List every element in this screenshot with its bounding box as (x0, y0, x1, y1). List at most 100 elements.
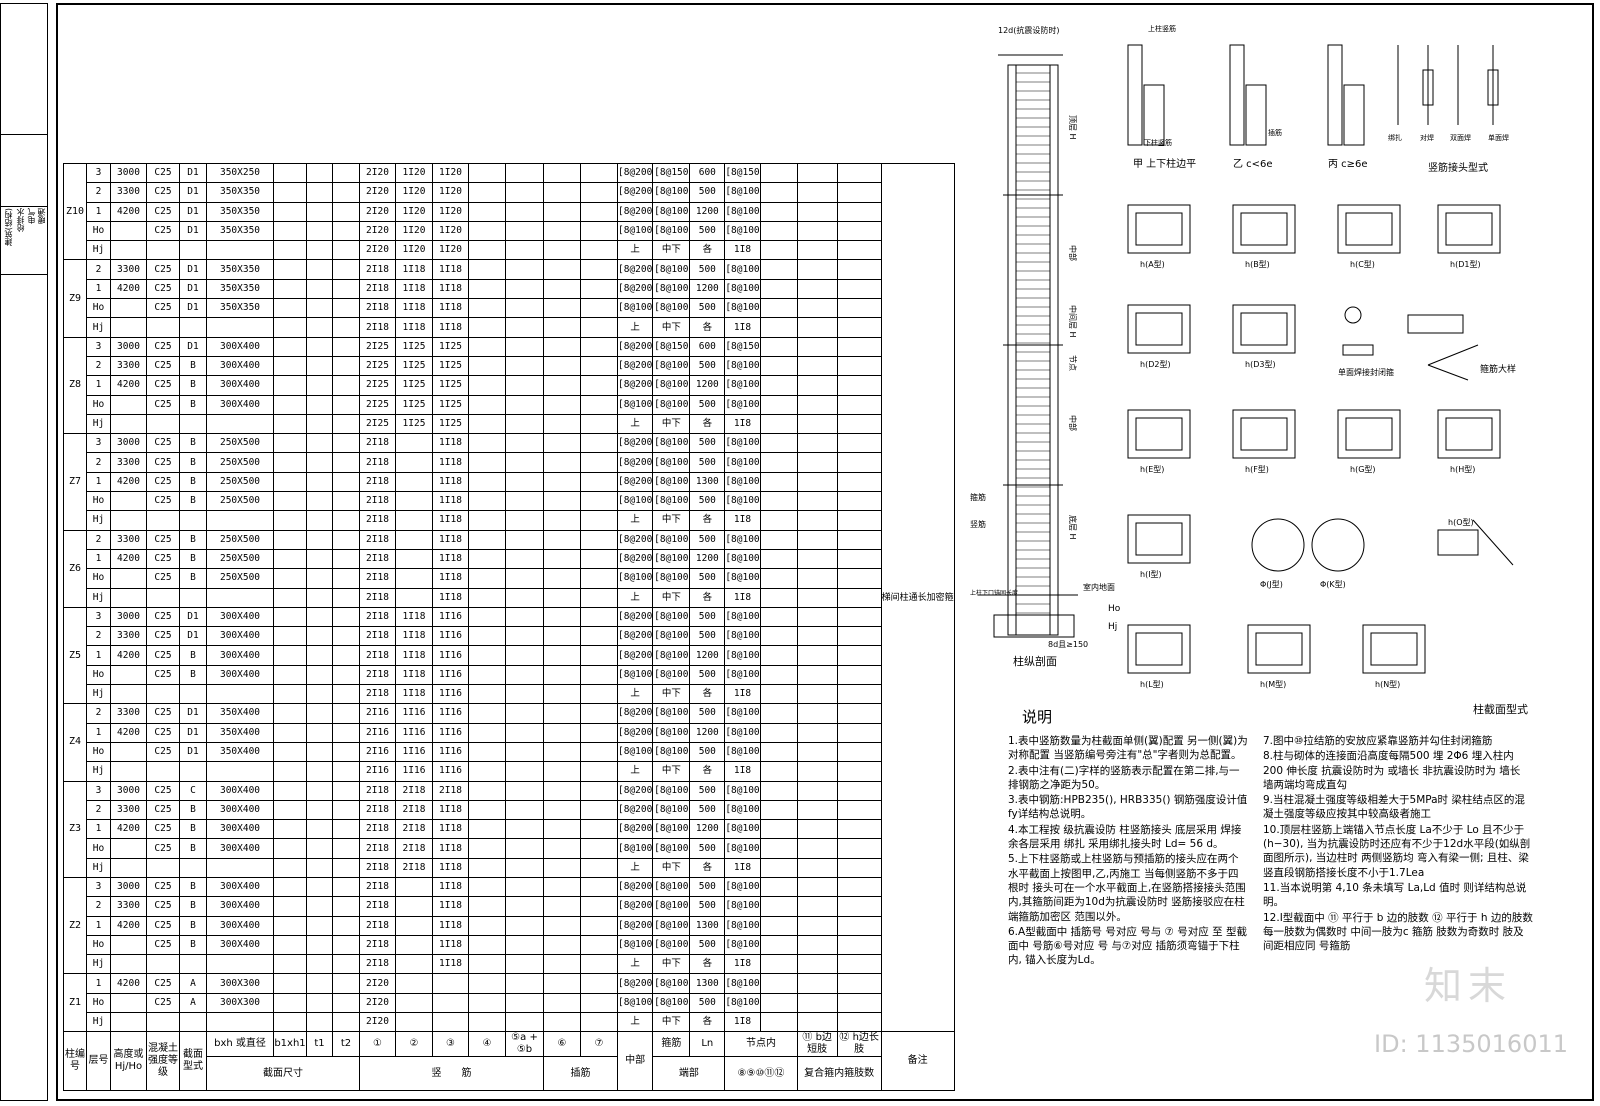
hdr-floor: 层号 (86, 1031, 111, 1092)
cell-height: 4200 (110, 201, 147, 222)
circular-section (1311, 518, 1365, 572)
hdr-stirrup-mid: 中部 (616, 1031, 654, 1092)
cell-section-type: A (179, 992, 207, 1014)
cell-t1 (306, 973, 333, 994)
cell-floor: Hj (86, 240, 111, 261)
stirrup-detail (1342, 306, 1479, 381)
cell-section-type (179, 587, 207, 608)
cell-t2 (332, 278, 360, 300)
cell-bar6 (543, 568, 581, 589)
cell-bar1: 2I18 (359, 915, 396, 936)
cell-bar6 (543, 452, 581, 473)
cell-section-type: B (179, 433, 207, 454)
cell-t2 (332, 1012, 360, 1033)
cell-t1 (306, 780, 333, 801)
column-id: Z4 (63, 703, 87, 782)
cell-bar3: 1I16 (432, 626, 469, 647)
cell-short-leg (796, 240, 838, 261)
cell-empty1 (759, 278, 798, 300)
cell-joint: [8@100 (724, 548, 761, 570)
section-label: h(E型) (1140, 465, 1164, 474)
cell-b1h1 (273, 452, 307, 473)
cell-bar1: 2I20 (359, 182, 396, 203)
cell-t2 (332, 992, 360, 1014)
cell-section-size: 250X500 (206, 568, 274, 589)
cell-stirrup-mid: [8@200 (616, 355, 654, 377)
cell-bar3: 1I25 (432, 394, 469, 415)
cell-bar5 (505, 278, 544, 300)
section-label: h(B型) (1245, 260, 1270, 269)
cell-bar4 (468, 819, 506, 840)
weld-note: 单面焊接封闭箍 (1338, 367, 1394, 377)
cell-bar1: 2I18 (359, 664, 396, 686)
cell-short-leg (796, 201, 838, 222)
cell-long-leg (836, 548, 882, 570)
section-title: 柱截面型式 (1473, 702, 1528, 716)
cell-bar5 (505, 780, 544, 801)
cell-stirrup-end: [8@100 (652, 606, 691, 628)
cell-b1h1 (273, 317, 307, 338)
cell-bar2 (395, 992, 433, 1014)
cell-bar4 (468, 838, 506, 859)
cell-stirrup-mid: [8@200 (616, 645, 654, 666)
cell-short-leg (796, 587, 838, 608)
cell-bar1: 2I16 (359, 761, 396, 782)
cell-stirrup-mid: 上 (616, 413, 654, 435)
cell-stirrup-mid: 上 (616, 761, 654, 782)
cell-bar2: 2I18 (395, 838, 433, 859)
cell-bar1: 2I18 (359, 452, 396, 473)
cell-bar5 (505, 606, 544, 628)
cell-section-type: D1 (179, 626, 207, 647)
cell-section-type: B (179, 819, 207, 840)
cell-long-leg (836, 606, 882, 628)
cell-section-size (206, 1012, 274, 1033)
hdr-bar5: ⑤a + ⑤b (505, 1031, 544, 1058)
cell-height (110, 298, 147, 319)
cell-t2 (332, 413, 360, 435)
cell-long-leg (836, 278, 882, 300)
cell-t2 (332, 298, 360, 319)
cell-stirrup-mid: 上 (616, 954, 654, 975)
column-id: Z7 (63, 433, 87, 531)
elevation-label-mid2: 中部 (1068, 415, 1078, 431)
cell-stirrup-mid: [8@200 (616, 896, 654, 917)
cell-bar2: 1I25 (395, 355, 433, 377)
cell-bar6 (543, 761, 581, 782)
cell-bar4 (468, 954, 506, 975)
cell-t1 (306, 510, 333, 531)
cell-bar2: 1I20 (395, 162, 433, 184)
cell-ln: 各 (689, 587, 726, 608)
cell-short-leg (796, 973, 838, 994)
cell-empty1 (759, 162, 798, 184)
cell-section-type: D1 (179, 606, 207, 628)
cell-bar5 (505, 876, 544, 898)
cell-bar3: 1I25 (432, 375, 469, 396)
cell-long-leg (836, 529, 882, 550)
cell-section-size: 350X350 (206, 201, 274, 222)
cell-t1 (306, 355, 333, 377)
cell-bar4 (468, 934, 506, 956)
cell-floor: 1 (86, 722, 111, 743)
cell-empty1 (759, 741, 798, 763)
cell-stirrup-mid: [8@200 (616, 278, 654, 300)
cell-ln: 各 (689, 761, 726, 782)
cell-joint: [8@100 (724, 529, 761, 550)
cell-section-size: 350X250 (206, 162, 274, 184)
cell-stirrup-end: [8@100 (652, 201, 691, 222)
cell-section-type: D1 (179, 703, 207, 724)
cell-grade (146, 857, 180, 878)
cell-bar6 (543, 240, 581, 261)
cell-bar7 (580, 1012, 618, 1033)
cell-ln: 500 (689, 491, 726, 512)
cell-floor: 2 (86, 182, 111, 203)
cell-long-leg (836, 703, 882, 724)
cell-ln: 500 (689, 394, 726, 415)
watermark-id: ID: 1135016011 (1374, 1030, 1568, 1058)
cell-stirrup-mid: [8@200 (616, 336, 654, 357)
cell-section-type (179, 954, 207, 975)
cell-bar1: 2I18 (359, 626, 396, 647)
note-2: 2.表中注有(二)字样的竖筋表示配置在第二排,与一排钢筋之净距为50。 (1008, 764, 1240, 791)
